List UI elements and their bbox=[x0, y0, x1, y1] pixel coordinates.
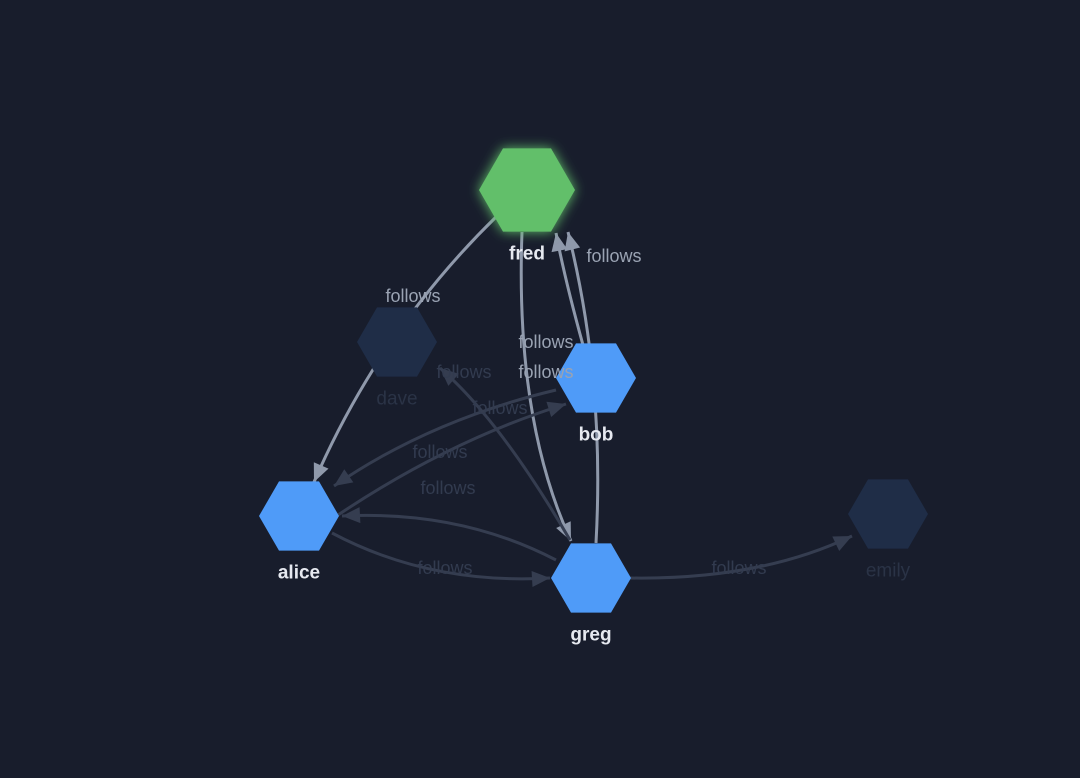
arrowhead-icon bbox=[440, 368, 459, 386]
nodes-layer: fred dave bob alice greg emily bbox=[259, 148, 928, 646]
arrowhead-icon bbox=[564, 232, 581, 252]
edge-alice-greg[interactable] bbox=[331, 531, 551, 581]
edge-label: follows bbox=[518, 362, 573, 382]
node-label: greg bbox=[570, 625, 611, 646]
hexagon-node-icon[interactable] bbox=[556, 343, 636, 413]
hexagon-node-icon[interactable] bbox=[259, 481, 339, 551]
hexagon-node-icon[interactable] bbox=[551, 543, 631, 613]
edge-label: follows bbox=[472, 398, 527, 418]
node-fred[interactable]: fred bbox=[479, 148, 575, 265]
edge-label: follows bbox=[586, 246, 641, 266]
hexagon-node-icon[interactable] bbox=[848, 479, 928, 549]
edge-labels-layer: follows follows follows follows follows follo… bbox=[385, 246, 766, 578]
arrowhead-icon bbox=[334, 469, 354, 486]
node-bob[interactable]: bob bbox=[556, 343, 636, 446]
edge-label: follows bbox=[436, 362, 491, 382]
node-label: bob bbox=[579, 425, 614, 446]
node-label: emily bbox=[866, 561, 911, 582]
hexagon-node-icon[interactable] bbox=[357, 307, 437, 377]
edge-label: follows bbox=[420, 478, 475, 498]
node-alice[interactable]: alice bbox=[259, 481, 339, 584]
arrowhead-icon bbox=[342, 507, 361, 524]
hexagon-node-icon[interactable] bbox=[479, 148, 575, 232]
edge-label: follows bbox=[417, 558, 472, 578]
edge-label: follows bbox=[412, 442, 467, 462]
node-label: alice bbox=[278, 563, 320, 584]
arrowhead-icon bbox=[531, 571, 550, 588]
arrowhead-icon bbox=[832, 536, 852, 551]
edges-layer bbox=[312, 214, 853, 588]
edge-fred-greg[interactable] bbox=[519, 231, 573, 542]
edge-bob-alice[interactable] bbox=[333, 388, 557, 488]
edge-label: follows bbox=[711, 558, 766, 578]
edge-label: follows bbox=[518, 332, 573, 352]
arrowhead-icon bbox=[546, 401, 566, 417]
arrowhead-icon bbox=[551, 233, 568, 253]
node-label: dave bbox=[376, 389, 417, 410]
node-label: fred bbox=[509, 244, 545, 265]
node-emily[interactable]: emily bbox=[848, 479, 928, 582]
edge-greg-dave[interactable] bbox=[439, 366, 572, 541]
edge-alice-bob[interactable] bbox=[337, 402, 567, 517]
arrowhead-icon bbox=[313, 462, 329, 482]
edge-label: follows bbox=[385, 286, 440, 306]
node-dave[interactable]: dave bbox=[357, 307, 437, 410]
edge-greg-alice[interactable] bbox=[341, 513, 557, 562]
node-greg[interactable]: greg bbox=[551, 543, 631, 646]
edge-greg-emily[interactable] bbox=[629, 534, 853, 580]
